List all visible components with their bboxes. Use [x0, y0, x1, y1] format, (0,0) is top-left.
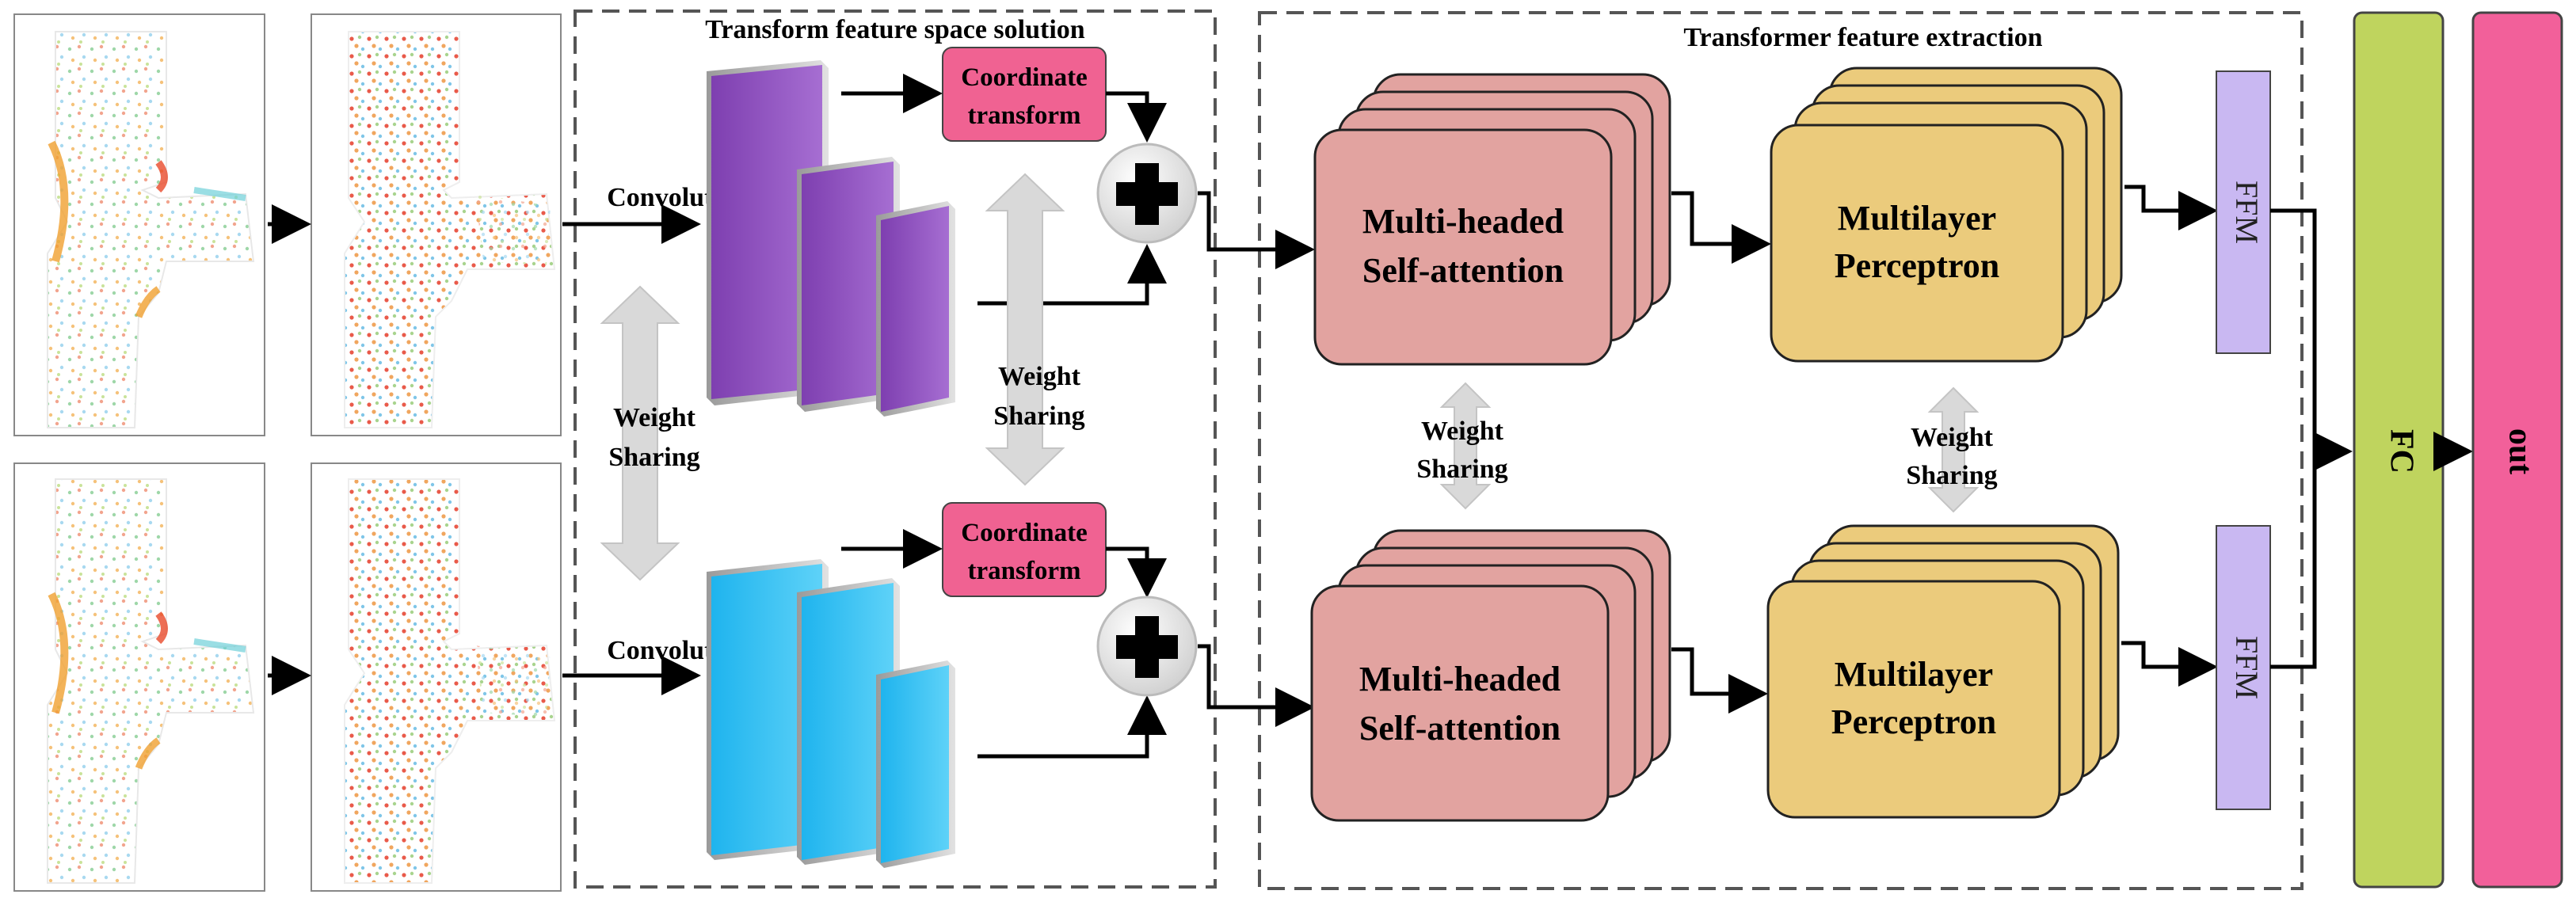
feature-map-top-medium [797, 157, 900, 412]
mlp-top-line1: Multilayer [1838, 199, 1996, 238]
arrow-plus-to-attention-top [1198, 191, 1315, 269]
mlp-bottom-line2: Perceptron [1831, 702, 1997, 741]
attention-bottom-line1: Multi-headed [1359, 660, 1560, 698]
weight-sharing-arrow-middle: Weight Sharing [985, 173, 1085, 486]
mlp-block-bottom [1766, 580, 2061, 819]
mlp-stack-bottom: Multilayer Perceptron [1766, 524, 2120, 819]
attention-block-bottom [1310, 584, 1610, 822]
weight-sharing-middle-line2: Sharing [993, 402, 1084, 431]
weight-sharing-left-line1: Weight [613, 403, 696, 432]
out-label: out [2502, 428, 2538, 474]
fc-label: FC [2383, 429, 2419, 474]
weight-sharing-mlp-line2: Sharing [1906, 461, 1997, 490]
feature-map-bottom-medium [797, 578, 900, 865]
weight-sharing-middle-line1: Weight [998, 362, 1081, 391]
feature-maps-bottom [707, 559, 955, 868]
weight-sharing-mlp-line1: Weight [1911, 423, 1994, 452]
ffm-box-bottom: FFM [2216, 525, 2271, 810]
arrow-ffm-to-fc [2270, 208, 2345, 669]
arrow-features-to-plus-top [977, 244, 1167, 306]
arrow-mlp-to-ffm-top [2124, 185, 2218, 230]
ffm-bottom-label: FFM [2229, 636, 2265, 699]
coordinate-transform-box-bottom: Coordinate transform [942, 502, 1107, 597]
coordinate-transform-box-top: Coordinate transform [942, 47, 1107, 142]
arrow-coord-to-plus-bottom [1106, 546, 1167, 598]
attention-stack-top: Multi-headed Self-attention [1313, 73, 1671, 366]
coordinate-transform-top-line2: transform [968, 101, 1081, 130]
arrow-mlp-to-ffm-bottom [2121, 641, 2218, 687]
weight-sharing-arrow-left: Weight Sharing [600, 285, 700, 581]
point-cloud-sampled-bottom [311, 462, 562, 892]
arrow-attention-to-mlp-top [1671, 191, 1771, 264]
weight-sharing-attention-line1: Weight [1421, 417, 1504, 446]
ffm-top-label: FFM [2229, 181, 2265, 244]
feature-maps-top [707, 60, 955, 417]
transformer-section-frame [1258, 11, 2304, 890]
plus-icon [1116, 163, 1178, 225]
add-operator-top [1096, 143, 1198, 244]
fc-bar: FC [2353, 11, 2445, 889]
arrow-features-to-plus-bottom [977, 695, 1167, 759]
mlp-top-line2: Perceptron [1835, 246, 2000, 285]
attention-top-line2: Self-attention [1362, 251, 1564, 290]
point-cloud-sampled-top [311, 13, 562, 436]
arrow-coord-to-plus-top [1106, 91, 1167, 143]
coordinate-transform-top-line1: Coordinate [961, 63, 1088, 92]
plus-icon [1116, 616, 1178, 678]
attention-stack-bottom: Multi-headed Self-attention [1310, 529, 1671, 822]
out-bar: out [2471, 11, 2563, 889]
arrow-attention-to-mlp-bottom [1671, 647, 1768, 714]
weight-sharing-left-line2: Sharing [608, 443, 699, 472]
attention-bottom-line2: Self-attention [1359, 709, 1560, 748]
transform-section-title: Transform feature space solution [705, 15, 1085, 44]
feature-map-bottom-small [876, 660, 955, 868]
mlp-stack-top: Multilayer Perceptron [1770, 67, 2123, 363]
feature-map-top-small [876, 201, 955, 417]
mlp-bottom-line1: Multilayer [1835, 655, 1993, 694]
transformer-section-title: Transformer feature extraction [1683, 23, 2042, 52]
point-cloud-raw-bottom [13, 462, 265, 892]
attention-top-line1: Multi-headed [1362, 202, 1564, 241]
weight-sharing-arrow-attention: Weight Sharing [1416, 382, 1508, 510]
arrow-plus-to-attention-bottom [1198, 644, 1315, 727]
coordinate-transform-bottom-line1: Coordinate [961, 519, 1088, 547]
coordinate-transform-bottom-line2: transform [968, 557, 1081, 585]
add-operator-bottom [1096, 596, 1198, 697]
weight-sharing-attention-line2: Sharing [1416, 455, 1507, 484]
mlp-block-top [1770, 124, 2064, 363]
weight-sharing-arrow-mlp: Weight Sharing [1906, 386, 1998, 513]
transform-section-frame [574, 10, 1217, 889]
ffm-box-top: FFM [2216, 70, 2271, 354]
attention-block-top [1313, 128, 1613, 366]
point-cloud-raw-top [13, 13, 265, 436]
